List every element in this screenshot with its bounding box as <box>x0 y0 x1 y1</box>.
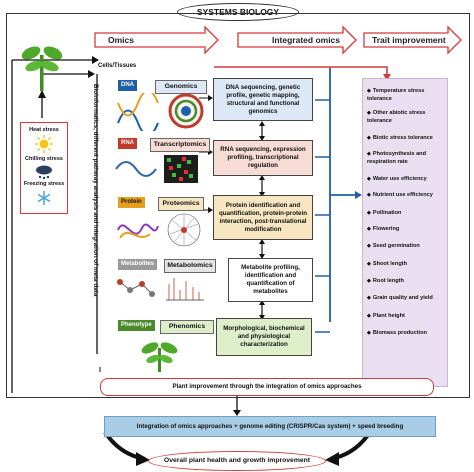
plant-icon <box>22 46 62 91</box>
proteomics-illustration <box>117 213 201 247</box>
trait-item: Root length <box>367 278 445 286</box>
bioinformatics-vertical-label: Bioinformatics, different pathway analys… <box>92 84 99 297</box>
transcriptomics-illustration <box>115 155 198 183</box>
protein-tag: Protein <box>118 197 145 208</box>
phenotype-plant-icon <box>141 342 178 372</box>
trait-item: Plant height <box>367 313 445 321</box>
proteomics-label: Proteomics <box>158 197 204 211</box>
trait-item: Other abiotic stress tolerance <box>367 110 445 125</box>
heat-stress-label: Heat stress <box>29 127 59 133</box>
header-omics: Omics <box>108 35 134 45</box>
diagram-title: SYSTEMS BIOLOGY <box>177 3 299 21</box>
stress-box: Heat stress Chilling stress Freezing str… <box>20 122 68 214</box>
snow-cloud-icon <box>36 165 52 180</box>
trait-item: Grain quality and yield <box>367 295 445 303</box>
overall-improvement-oval: Overall plant health and growth improvem… <box>148 451 326 471</box>
header-integrated-omics: Integrated omics <box>272 35 341 45</box>
trait-item: Water use efficiency <box>367 176 445 184</box>
metabolomics-label: Metabolomics <box>164 259 216 273</box>
metabolites-tag: Metabolites <box>118 259 158 270</box>
proteomics-description: Protein identification and quantificatio… <box>213 195 313 240</box>
trait-item: Biomass production <box>367 330 445 338</box>
trait-item: Biotic stress tolerance <box>367 135 445 143</box>
trait-item: Nutrient use efficiency <box>367 192 445 200</box>
trait-item: Flowering <box>367 226 445 234</box>
genomics-description: DNA sequencing, genetic profile, genetic… <box>213 78 313 121</box>
transcriptomics-description: RNA sequencing, expression profiling, tr… <box>213 140 313 176</box>
plant-improvement-box: Plant improvement through the integratio… <box>100 378 434 396</box>
genomics-illustration <box>117 93 204 131</box>
freezing-stress-label: Freezing stress <box>23 181 65 187</box>
phenomics-label: Phenomics <box>160 320 214 334</box>
trait-item: Shoot length <box>367 261 445 269</box>
trait-item: Seed germination <box>367 243 445 251</box>
metabolomics-illustration <box>117 278 204 301</box>
trait-item: Pollination <box>367 210 445 218</box>
genomics-label: Genomics <box>155 80 207 94</box>
dna-tag: DNA <box>118 80 137 91</box>
chilling-stress-label: Chilling stress <box>25 156 63 162</box>
outer-frame <box>6 13 470 398</box>
trait-item: Temperature stress tolerance <box>367 88 445 103</box>
integration-bar: Integration of omics approaches + genome… <box>104 416 436 437</box>
metabolomics-description: Metabolite profiling, identification and… <box>228 258 313 302</box>
phenomics-description: Morphological, biochemical and physiolog… <box>216 318 312 356</box>
sun-icon <box>35 135 53 153</box>
header-trait-improvement: Trait improvement <box>372 35 446 45</box>
transcriptomics-label: Transcriptomics <box>150 138 210 152</box>
rna-tag: RNA <box>118 138 137 149</box>
header-arrow-integrated <box>237 25 357 55</box>
snowflake-icon <box>37 191 51 205</box>
trait-item: Photosynthesis and respiration rate <box>367 151 445 166</box>
phenotype-tag: Phenotype <box>118 320 155 331</box>
cells-tissues-label: Cells/Tissues <box>98 63 137 69</box>
header-arrow-trait <box>363 25 462 55</box>
header-arrow-omics <box>94 25 219 55</box>
